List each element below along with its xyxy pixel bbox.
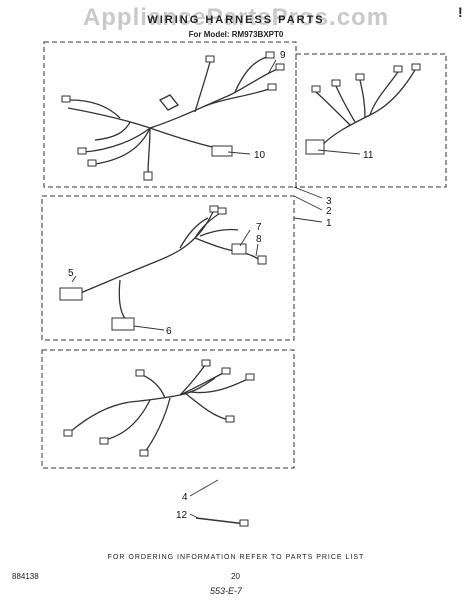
callout-11: 11 [363,150,374,161]
cable-tie [195,517,249,527]
panel-bottom [41,349,295,469]
harness-11 [315,69,416,149]
callout-9: 9 [280,50,286,61]
callout-6: 6 [166,326,172,337]
callout-5: 5 [68,268,74,279]
callout-8: 8 [256,234,262,245]
harness-middle [77,209,263,323]
panel-middle [41,195,295,341]
page-number: 20 [231,572,240,581]
callout-4: 4 [182,492,188,503]
watermark-text: AppliancePartsPros.com [82,4,390,31]
callout-2: 2 [326,206,332,217]
harness-bottom [69,363,251,453]
handwritten-code: 553-E-7 [210,586,243,596]
model-subtitle: For Model: RM973BXPT0 [188,30,284,39]
harness-middle-connectors [59,205,267,331]
leader-lines [71,59,361,519]
callout-3: 3 [326,196,332,207]
harness-main-connectors [61,51,285,181]
callout-10: 10 [254,150,266,161]
harness-11-connectors [305,63,421,155]
panel-top-left [43,41,297,188]
panel-top-right [295,53,447,188]
callout-7: 7 [256,222,262,233]
corner-mark: ! [458,4,463,20]
callout-12: 12 [176,510,188,521]
harness-bottom-connectors [63,359,255,457]
harness-main [67,55,281,176]
ordering-note: FOR ORDERING INFORMATION REFER TO PARTS … [107,554,365,561]
diagram-title: WIRING HARNESS PARTS [147,14,325,26]
document-number: 884138 [12,572,39,581]
callout-1: 1 [326,218,332,229]
